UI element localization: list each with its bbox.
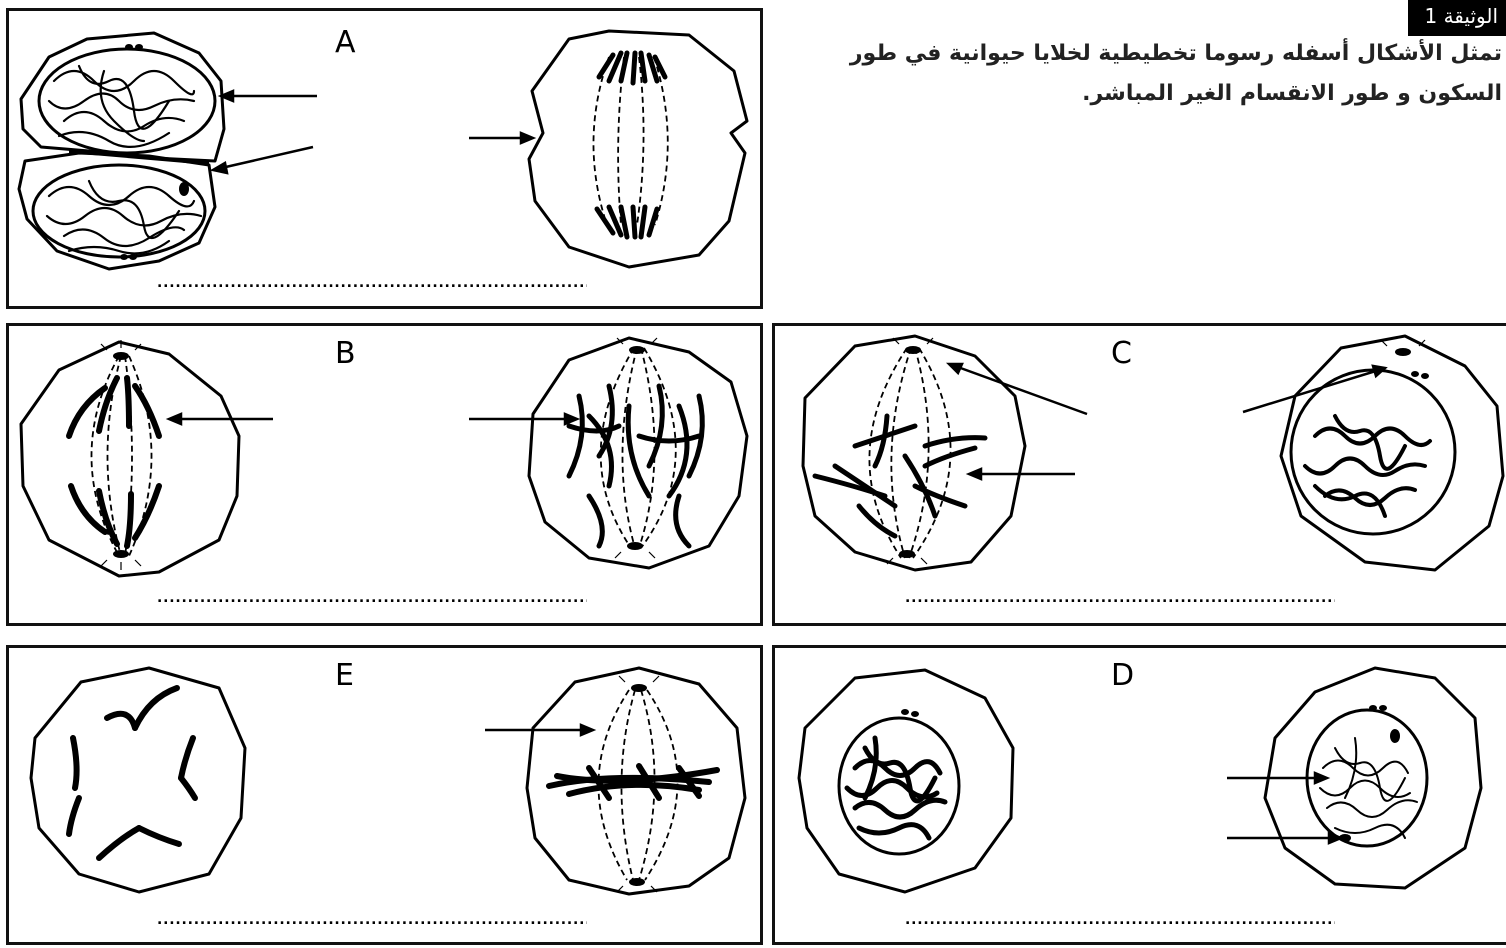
prophase-nucleus xyxy=(1291,370,1455,534)
document-label: الوثيقة 1 xyxy=(1408,0,1506,36)
early-prophase-cell xyxy=(799,670,1013,892)
arrow-a2 xyxy=(217,147,313,169)
panel-a-answer-line[interactable]: ........................................… xyxy=(157,277,587,289)
panel-c-answer-line[interactable]: ........................................… xyxy=(905,592,1335,604)
prophase-late-cell xyxy=(803,336,1025,570)
intro-text: تمثل الأشكال أسفله رسوما تخطيطية لخلايا … xyxy=(842,34,1502,114)
intro-line-2: السكون و طور الانقسام الغير المباشر. xyxy=(842,74,1502,114)
panel-d: D ................................... xyxy=(772,645,1506,945)
panel-e-drawing xyxy=(9,648,766,948)
panel-b-answer-line[interactable]: ........................................… xyxy=(157,592,587,604)
panel-d-drawing xyxy=(775,648,1506,948)
arrow-c1 xyxy=(955,366,1087,414)
early-prophase-nucleus xyxy=(839,718,959,854)
late-anaphase-cell xyxy=(529,31,747,267)
panel-a: A xyxy=(6,8,763,309)
daughter-cell-top xyxy=(21,33,224,161)
panel-a-drawing xyxy=(9,11,766,312)
arrow-c3 xyxy=(1243,370,1379,412)
panel-c-drawing xyxy=(775,326,1506,629)
prometaphase-cell xyxy=(529,338,747,568)
panel-b: B xyxy=(6,323,763,626)
panel-e-answer-line[interactable]: ........................................… xyxy=(157,914,587,926)
panel-d-answer-line[interactable]: ........................................… xyxy=(905,914,1335,926)
panel-c: C xyxy=(772,323,1506,626)
intro-line-1: تمثل الأشكال أسفله رسوما تخطيطية لخلايا … xyxy=(842,34,1502,74)
polar-view-cell xyxy=(31,668,245,892)
panel-b-drawing xyxy=(9,326,766,629)
panel-e: E ............... xyxy=(6,645,763,945)
